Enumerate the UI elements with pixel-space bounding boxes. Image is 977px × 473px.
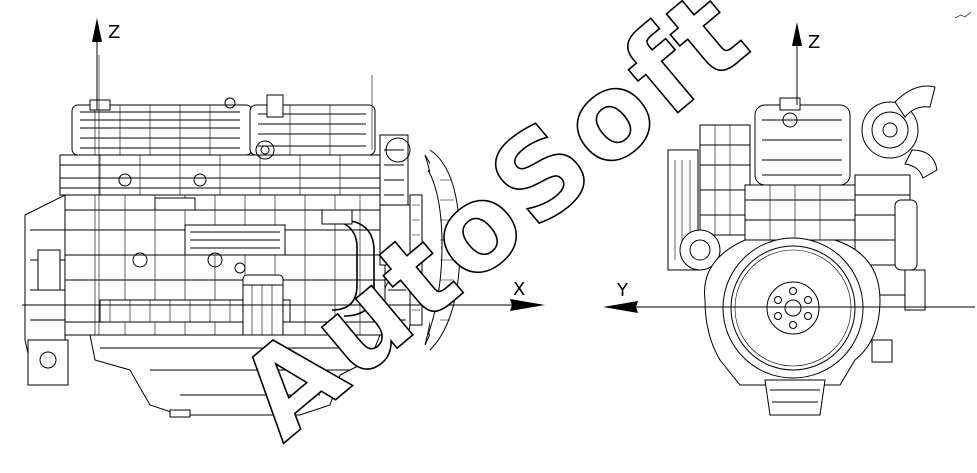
z-axis-arrowhead-left bbox=[92, 18, 102, 42]
side-view-engine-drawing bbox=[24, 55, 461, 418]
front-view-engine-drawing bbox=[667, 85, 938, 416]
corner-mark bbox=[954, 11, 972, 19]
x-axis-label: X bbox=[513, 279, 525, 300]
y-axis-label: Y bbox=[616, 280, 629, 301]
front-view-axes: Z Y bbox=[603, 22, 975, 313]
flywheel bbox=[722, 237, 864, 379]
x-axis-arrowhead bbox=[510, 299, 545, 311]
side-view-axes: Z X bbox=[22, 18, 545, 311]
fan-blades bbox=[424, 149, 461, 351]
y-axis-arrowhead bbox=[603, 301, 638, 313]
z-axis-arrowhead-right bbox=[792, 22, 802, 46]
z-axis-label-left: Z bbox=[108, 22, 120, 43]
z-axis-label-right: Z bbox=[808, 32, 820, 53]
